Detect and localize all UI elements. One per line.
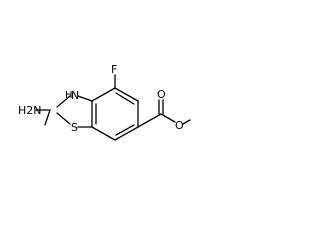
ester-oxygen-label: O <box>175 119 184 132</box>
amine-group-label: H2N <box>18 104 42 117</box>
sulfur-label: S <box>71 121 78 134</box>
bond-c7-c7a <box>91 126 116 141</box>
bond-c2-n3-upper <box>56 95 71 108</box>
bond-ester-o-methyl <box>182 119 191 125</box>
bond-c2-n3 <box>44 109 51 126</box>
bond-c3a-c4 <box>91 87 116 102</box>
ring-nitrogen-label: N <box>71 89 79 102</box>
carbonyl-oxygen-label: O <box>157 88 166 101</box>
fluorine-label: F <box>111 63 117 76</box>
bond-c6-c7 <box>114 126 139 141</box>
bond-c2-s1 <box>56 112 71 125</box>
bond-c4-c5 <box>114 87 139 102</box>
bond-n3-c3a <box>77 95 93 102</box>
benzothiazole-structure-diagram: H2N H N F S O O <box>18 63 191 141</box>
bond-c6-carbonyl-c <box>137 113 162 128</box>
bond-c4-c5-inner <box>115 92 135 105</box>
bond-carbonyl-c-ester-o <box>160 113 176 123</box>
bond-c6-c7-inner <box>115 124 135 136</box>
ring-nh-hydrogen-label: H <box>65 90 73 101</box>
